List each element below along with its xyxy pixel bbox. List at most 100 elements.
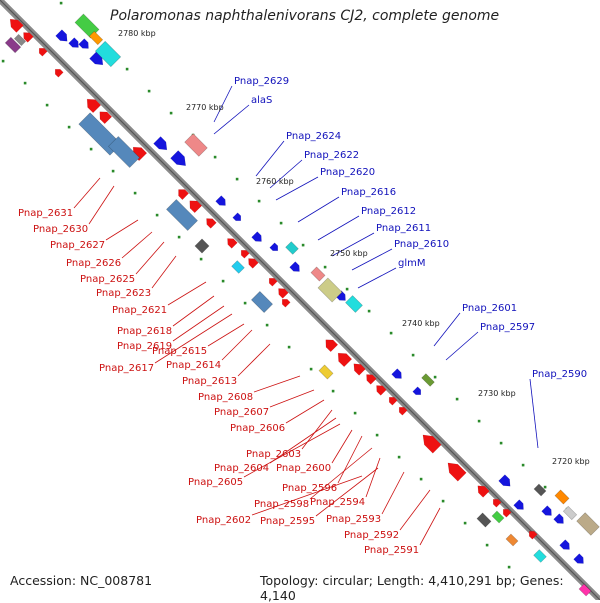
leader-line — [172, 305, 225, 342]
tick-dot — [367, 309, 371, 313]
leader-line — [315, 467, 379, 517]
gene-arrow — [541, 505, 552, 516]
gene-arrow — [9, 18, 24, 33]
gene-arrow — [206, 218, 217, 229]
gene-label: Pnap_2590 — [532, 369, 587, 380]
leader-line — [331, 232, 375, 257]
gene-labels-minus: Pnap_2631Pnap_2630Pnap_2627Pnap_2626Pnap… — [18, 208, 419, 556]
label-leader-lines — [73, 85, 539, 546]
kbp-label: 2770 kbp — [186, 103, 224, 112]
gene-arrow — [559, 539, 570, 550]
leader-line — [255, 140, 285, 177]
gene-label: Pnap_2615 — [152, 346, 207, 357]
tick-dot — [213, 155, 217, 159]
gene-label: Pnap_2598 — [254, 499, 309, 510]
tick-dot — [389, 331, 393, 335]
feature-box — [421, 373, 435, 387]
gene-label: Pnap_2601 — [462, 303, 517, 314]
gene-arrow — [251, 231, 262, 242]
tick-dot — [323, 265, 327, 269]
feature-box — [94, 40, 122, 68]
kbp-label: 2760 kbp — [256, 177, 294, 186]
gene-arrow — [528, 530, 538, 540]
tick-dot — [59, 1, 63, 5]
gene-label: Pnap_2610 — [394, 239, 449, 250]
feature-box — [578, 583, 592, 597]
feature-box — [318, 364, 334, 380]
gene-label: Pnap_2624 — [286, 131, 341, 142]
gene-label: Pnap_2608 — [198, 392, 253, 403]
gene-arrow — [86, 98, 102, 114]
tick-dot — [331, 389, 335, 393]
feature-box — [4, 36, 22, 54]
leader-line — [154, 313, 233, 364]
gene-arrow — [391, 368, 402, 379]
gene-arrow — [502, 508, 512, 518]
tick-dot — [477, 419, 481, 423]
gene-arrow — [170, 150, 186, 166]
gene-arrow — [248, 258, 259, 269]
leader-line — [243, 423, 341, 478]
kbp-label: 2730 kbp — [478, 389, 516, 398]
tick-dot — [257, 199, 261, 203]
feature-box — [13, 33, 27, 47]
leader-line — [285, 399, 325, 424]
gene-arrow — [227, 238, 238, 249]
gene-label: glmM — [398, 258, 426, 269]
gene-label: Pnap_2612 — [361, 206, 416, 217]
leader-line — [297, 196, 340, 223]
kbp-label: 2720 kbp — [552, 457, 590, 466]
tick-dot — [45, 103, 49, 107]
feature-box-rect — [94, 40, 122, 68]
leader-line — [135, 241, 165, 275]
feature-box — [194, 238, 210, 254]
gene-arrow — [573, 553, 584, 564]
gene-arrow — [353, 363, 366, 376]
feature-box-rect — [421, 373, 435, 387]
tick-dot — [1, 59, 5, 63]
feature-box-rect — [184, 133, 208, 157]
feature-box-rect — [317, 277, 343, 303]
gene-label: Pnap_2592 — [344, 530, 399, 541]
tick-dot — [375, 433, 379, 437]
gene-arrow — [325, 339, 339, 353]
gene-arrow — [269, 242, 279, 252]
gene-label: Pnap_2596 — [282, 483, 337, 494]
gene-arrow — [55, 29, 68, 42]
gene-labels-plus: Pnap_2629alaSPnap_2624Pnap_2622Pnap_2620… — [234, 76, 587, 380]
gene-label: Pnap_2631 — [18, 208, 73, 219]
tick-dot — [309, 367, 313, 371]
feature-box-rect — [562, 505, 578, 521]
topology-text: Topology: circular; Length: 4,410,291 bp… — [260, 573, 564, 603]
leader-line — [381, 471, 405, 515]
gene-arrow — [54, 68, 64, 78]
gene-label: Pnap_2603 — [246, 449, 301, 460]
tick-dot — [235, 177, 239, 181]
tick-dot — [411, 353, 415, 357]
gene-arrow — [78, 38, 89, 49]
feature-box-rect — [108, 136, 140, 168]
tick-dot — [433, 375, 437, 379]
gene-label: Pnap_2616 — [341, 187, 396, 198]
gene-label: Pnap_2597 — [480, 322, 535, 333]
tick-dot — [23, 81, 27, 85]
gene-label: Pnap_2625 — [80, 274, 135, 285]
gene-label: Pnap_2621 — [112, 305, 167, 316]
tick-dot — [177, 235, 181, 239]
feature-box-rect — [533, 483, 547, 497]
feature-box-rect — [345, 295, 363, 313]
tick-dot — [301, 243, 305, 247]
leader-line — [269, 389, 315, 408]
gene-label: Pnap_2619 — [117, 341, 172, 352]
gene-arrow — [232, 212, 242, 222]
gene-arrow — [447, 462, 467, 482]
gene-arrow — [513, 499, 524, 510]
feature-box-rect — [166, 199, 198, 231]
kbp-label: 2740 kbp — [402, 319, 440, 328]
feature-box — [533, 549, 547, 563]
gene-arrow — [38, 47, 48, 57]
leader-line — [365, 457, 381, 498]
gene-label: Pnap_2607 — [214, 407, 269, 418]
